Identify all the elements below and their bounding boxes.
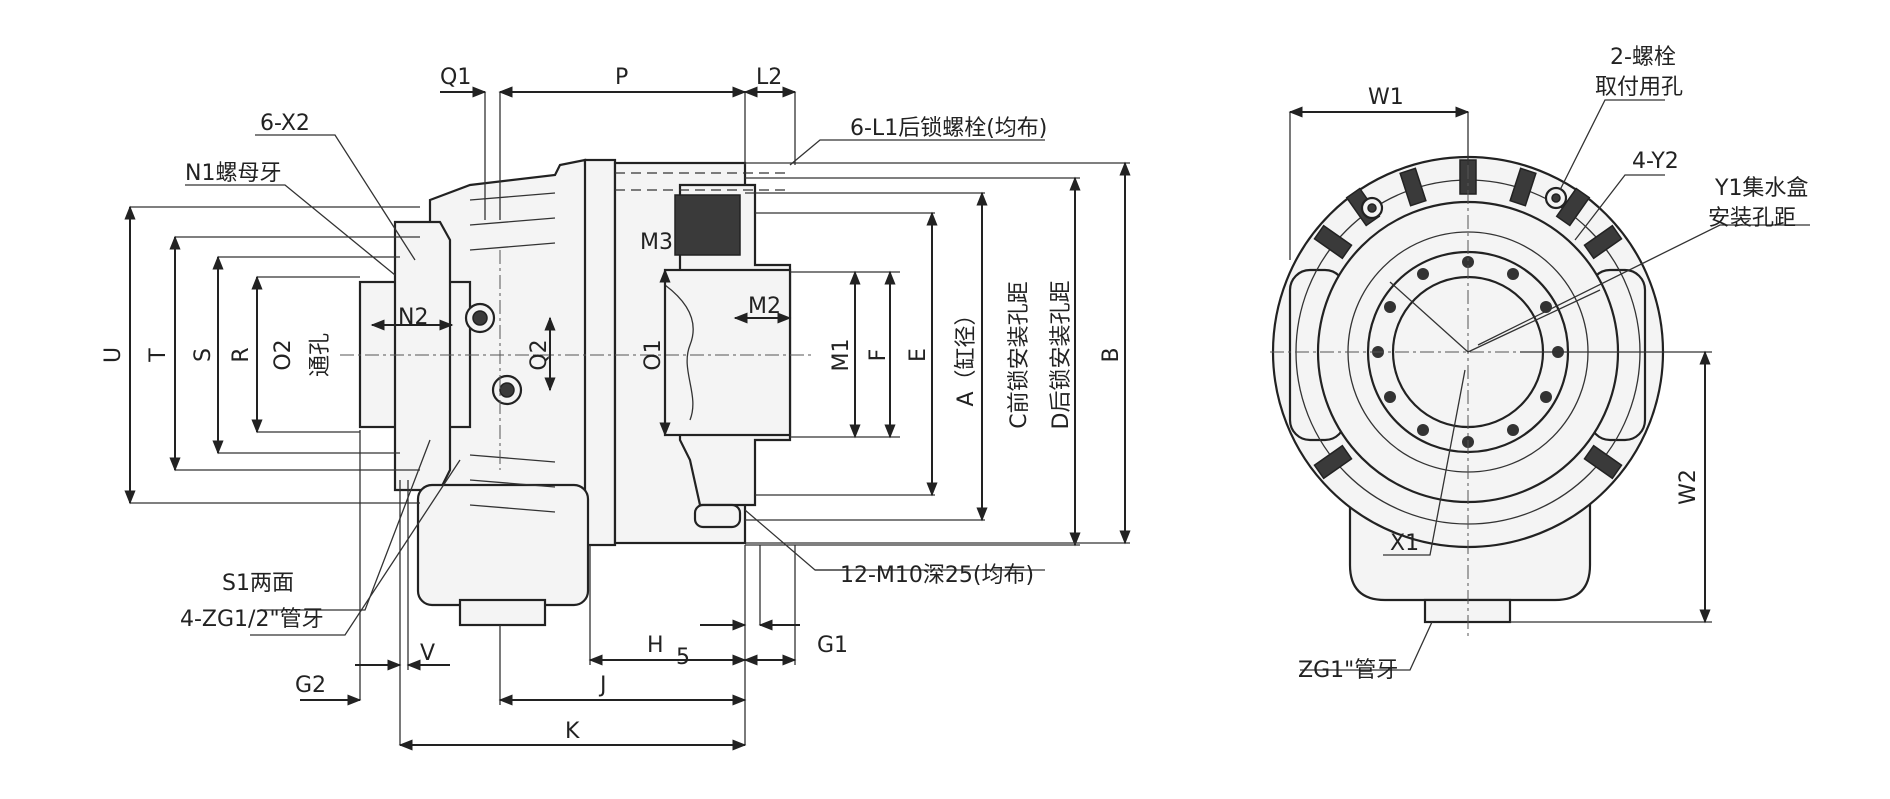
label-6-x2: 6-X2 [260,111,310,136]
label-n1: N1螺母牙 [185,161,281,186]
label-zg12: 4-ZG1/2"管牙 [180,607,324,632]
label-n2: N2 [398,305,428,330]
label-e: E [906,348,931,362]
label-5: 5 [676,645,690,670]
label-h: H [647,633,664,658]
label-s1: S1两面 [222,571,294,596]
front-view-inner-holes [1372,256,1564,448]
label-d: D后锁安装孔距 [1049,281,1074,430]
label-a: A（缸径） [954,303,979,406]
label-r: R [229,347,254,362]
side-view-left-dimensions [124,205,420,505]
label-y1-spacing: 安装孔距 [1708,206,1796,231]
side-view-right-dimensions [544,161,1131,547]
label-u: U [101,347,126,363]
label-s: S [191,348,216,362]
label-tongkong: 通孔 [308,333,333,377]
label-p: P [615,65,628,90]
label-o1: O1 [641,339,666,370]
label-q1: Q1 [440,65,471,90]
label-t: T [146,348,171,363]
front-view-dimensions [1288,99,1810,671]
label-m3: M3 [640,230,673,255]
label-w1: W1 [1368,85,1404,110]
label-f: F [866,349,891,362]
side-view-leaders [185,134,1045,636]
label-c: C前锁安装孔距 [1007,281,1032,428]
label-y1-box: Y1集水盒 [1714,176,1808,201]
label-12-m10: 12-M10深25(均布) [840,563,1034,588]
label-k: K [565,719,580,744]
front-view-body [1270,115,1700,640]
front-view-text: W1 2-螺栓 取付用孔 4-Y2 Y1集水盒 安装孔距 X1 W2 ZG1"管… [1298,45,1808,683]
label-bolt-hole: 取付用孔 [1595,75,1683,100]
label-g1: G1 [817,633,848,658]
label-g2: G2 [295,673,326,698]
label-q2: Q2 [527,339,552,370]
label-w2: W2 [1676,469,1701,505]
label-l2: L2 [756,65,782,90]
label-zg1: ZG1"管牙 [1298,658,1398,683]
label-x1: X1 [1390,531,1419,556]
side-view-top-dimensions [370,86,797,331]
side-view-body [340,158,815,627]
side-view-text: Q1 P L2 6-X2 6-L1后锁螺栓(均布) N1螺母牙 M3 N2 M2… [101,65,1124,744]
label-2-bolt: 2-螺栓 [1610,45,1676,70]
front-view: W1 2-螺栓 取付用孔 4-Y2 Y1集水盒 安装孔距 X1 W2 ZG1"管… [1270,45,1810,683]
label-m2: M2 [748,294,781,319]
label-b: B [1099,347,1124,362]
side-view: Q1 P L2 6-X2 6-L1后锁螺栓(均布) N1螺母牙 M3 N2 M2… [101,65,1131,751]
label-v: V [420,641,435,666]
label-4-y2: 4-Y2 [1632,149,1679,174]
label-j: J [598,673,607,698]
label-m1: M1 [829,339,854,372]
label-6-l1: 6-L1后锁螺栓(均布) [850,116,1047,141]
side-view-bottom-dimensions [300,430,800,751]
label-o2: O2 [271,339,296,370]
